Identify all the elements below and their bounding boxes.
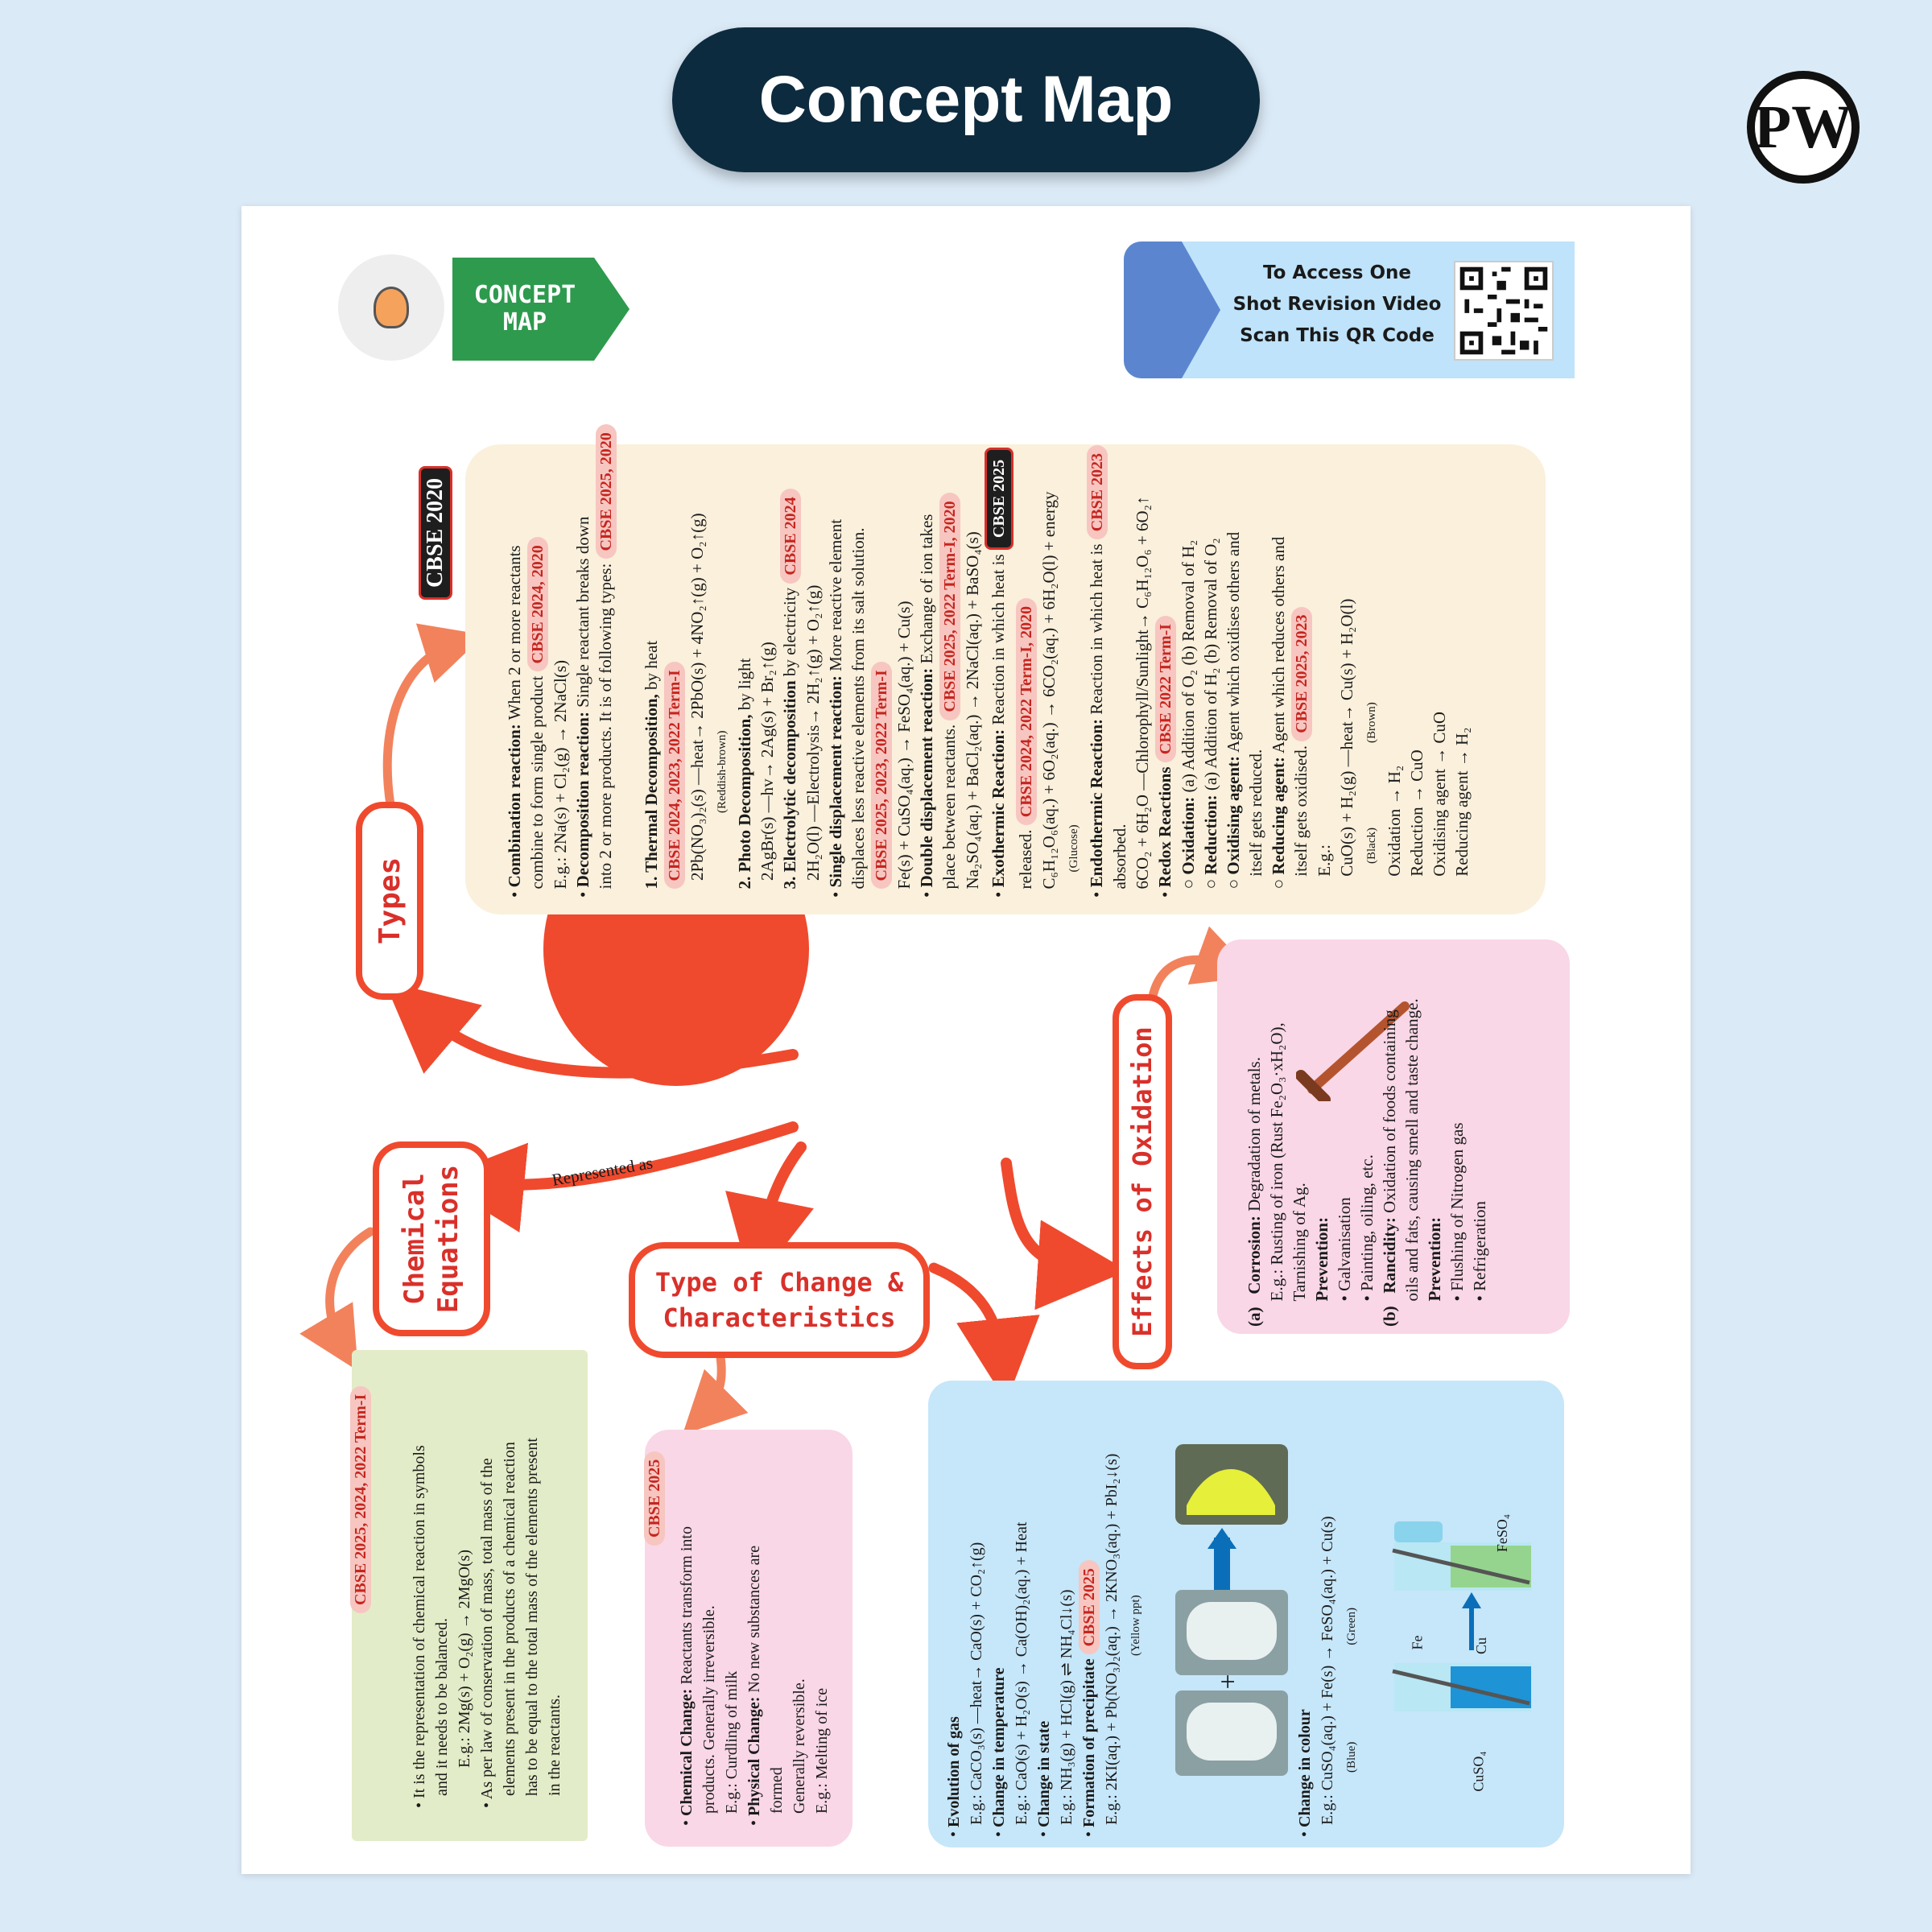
node-effects-of-oxidation[interactable]: Effects of Oxidation [1113,994,1172,1369]
tag-badge: CBSE 2025 [1079,1560,1100,1655]
equations-panel-text: • It is the representation of chemical r… [411,1438,564,1808]
tag-badge: CBSE 2025, 2024, 2022 Term-I [350,1385,371,1613]
tag-badge: CBSE 2024, 2022 Term-I, 2020 [1016,597,1037,826]
plus-sign: + [1213,1674,1244,1690]
tag-badge: CBSE 2022 Term-I [1155,615,1176,763]
tag-badge: CBSE 2024, 2020 [527,537,548,672]
equations-panel [352,1350,588,1841]
bulb-icon [338,254,444,361]
rusty-nail-icon [1296,1001,1410,1101]
tag-badge: CBSE 2025, 2023, 2022 Term-I [871,662,892,890]
tag-badge: CBSE 2025 [644,1451,665,1546]
page-title: Concept Map [758,63,1174,136]
types-side-tag: CBSE 2020 [419,465,452,600]
qr-code-icon[interactable] [1454,261,1554,361]
cu-label: Cu [1473,1637,1490,1655]
characteristics-panel-text: • Evolution of gas E.g.: CaCO₃(s) —heat→… [945,1453,1142,1837]
node-type-of-change[interactable]: Type of Change &Characteristics [629,1242,930,1358]
colour-change-experiment-image [1392,1521,1531,1711]
title-banner: Concept Map [672,27,1260,172]
tag-badge: CBSE 2024 [780,489,801,584]
cuso4-label: CuSO₄ [1470,1751,1487,1792]
oxidation-panel-text: (a) Corrosion: Degradation of metals. E.… [1245,998,1489,1327]
oxidation-panel [1217,939,1570,1334]
precipitate-experiment-image [1175,1444,1288,1776]
tag-badge: CBSE 2025, 2023 [1291,606,1312,741]
qr-text: To Access One Shot Revision Video Scan T… [1232,262,1442,346]
change-tag-wrap: CBSE 2025 [643,1425,665,1546]
qr-box[interactable]: To Access One Shot Revision Video Scan T… [1124,242,1575,378]
types-panel-text: • Combination reaction: When 2 or more r… [504,424,1474,898]
tag-badge-dark: CBSE 2025 [985,447,1013,551]
tag-badge: CBSE 2025, 2020 [596,424,617,559]
equations-tag-wrap: CBSE 2025, 2024, 2022 Term-I [349,1348,371,1613]
tag-badge: CBSE 2025, 2022 Term-I, 2020 [939,493,960,720]
tag-badge: CBSE 2024, 2023, 2022 Term-I [664,662,685,890]
change-panel-text: • Chemical Change: Reactants transform i… [678,1526,831,1826]
colour-change-text: • Change in colour E.g.: CuSO₄(aq.) + Fe… [1296,1516,1358,1837]
change-panel [645,1430,852,1847]
feso4-label: FeSO₄ [1494,1513,1511,1553]
tag-badge: CBSE 2023 [1087,444,1108,540]
node-types[interactable]: Types [356,802,423,1000]
concept-map-banner: CONCEPT MAP [452,258,630,361]
pw-logo: PW [1747,71,1860,184]
fe-label: Fe [1409,1635,1426,1650]
